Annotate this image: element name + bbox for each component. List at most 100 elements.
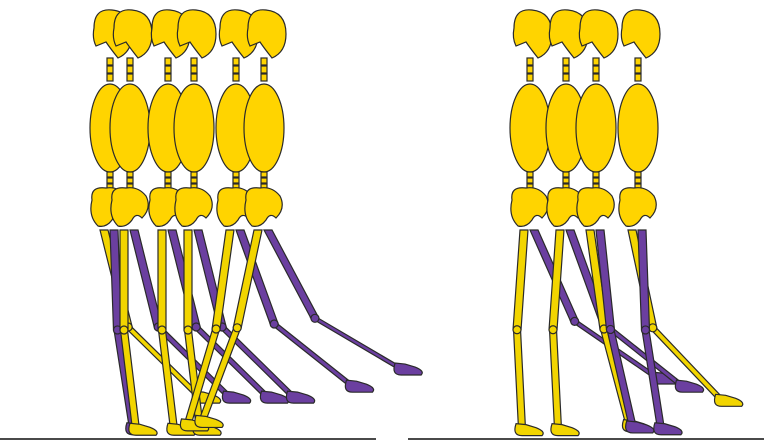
pelvis xyxy=(111,188,148,227)
neck-segment xyxy=(165,58,171,65)
neck-segment xyxy=(261,66,267,73)
stance-leg-foot xyxy=(195,415,223,427)
pelvis xyxy=(577,188,614,227)
neck-segment xyxy=(127,66,133,73)
neck-segment xyxy=(233,66,239,73)
neck-segment xyxy=(233,74,239,81)
waist-segment xyxy=(127,178,133,183)
swing-leg-foot xyxy=(675,380,703,392)
stance-leg-knee xyxy=(184,326,192,334)
swing-leg-knee xyxy=(270,320,278,328)
stance-leg-thigh xyxy=(549,230,564,330)
stance-leg-knee xyxy=(158,326,166,334)
stance-leg-knee xyxy=(233,324,241,332)
neck-segment xyxy=(635,74,641,81)
waist-segment xyxy=(261,178,267,183)
neck-segment xyxy=(593,74,599,81)
swing-leg-thigh xyxy=(130,230,162,327)
neck-segment xyxy=(635,58,641,65)
swing-leg-thigh xyxy=(638,230,649,330)
neck-segment xyxy=(165,74,171,81)
torso xyxy=(174,84,214,172)
neck-segment xyxy=(593,66,599,73)
swing-leg-foot xyxy=(222,391,250,403)
neck-segment xyxy=(563,66,569,73)
swing-leg-knee xyxy=(192,323,200,331)
walker-figure-4 xyxy=(618,10,743,435)
swing-leg-foot xyxy=(286,391,314,403)
stance-leg-thigh xyxy=(158,230,166,330)
waist-segment xyxy=(527,172,533,177)
neck-segment xyxy=(527,74,533,81)
waist-segment xyxy=(593,172,599,177)
stance-leg-foot xyxy=(551,424,579,436)
head xyxy=(513,10,552,58)
stance-leg xyxy=(513,230,543,436)
stance-leg-foot xyxy=(129,423,157,435)
stance-leg-foot xyxy=(515,424,543,436)
walker-figure-5 xyxy=(180,10,373,431)
torso xyxy=(510,84,550,172)
head xyxy=(621,10,660,58)
waist-segment xyxy=(233,178,239,183)
panel-right-gait-sequence xyxy=(510,10,743,436)
swing-leg-foot xyxy=(260,391,288,403)
stance-leg-thigh xyxy=(120,230,128,330)
neck-segment xyxy=(527,58,533,65)
swing-leg xyxy=(264,230,422,375)
stance-leg-thigh xyxy=(513,230,528,330)
waist-segment xyxy=(191,172,197,177)
neck-segment xyxy=(127,58,133,65)
waist-segment xyxy=(593,178,599,183)
pelvis xyxy=(175,188,212,227)
neck-segment xyxy=(127,74,133,81)
stance-leg-thigh xyxy=(184,230,192,330)
stance-leg-shin xyxy=(550,330,562,430)
panel-left-gait-sequence xyxy=(90,10,422,435)
swing-leg-knee xyxy=(311,314,319,322)
neck-segment xyxy=(527,66,533,73)
waist-segment xyxy=(563,172,569,177)
waist-segment xyxy=(165,178,171,183)
neck-segment xyxy=(233,58,239,65)
stance-leg-shin xyxy=(514,330,526,430)
waist-segment xyxy=(165,172,171,177)
stance-leg-knee xyxy=(549,326,557,334)
pelvis xyxy=(511,188,548,227)
waist-segment xyxy=(635,172,641,177)
stance-leg-foot xyxy=(714,394,742,406)
neck-segment xyxy=(563,58,569,65)
torso xyxy=(110,84,150,172)
waist-segment xyxy=(635,178,641,183)
swing-leg-knee xyxy=(641,326,649,334)
head xyxy=(579,10,618,58)
swing-leg-foot xyxy=(394,363,422,375)
stance-leg xyxy=(549,230,579,436)
neck-segment xyxy=(107,74,113,81)
swing-leg-thigh xyxy=(264,230,319,318)
neck-segment xyxy=(165,66,171,73)
neck-segment xyxy=(261,74,267,81)
neck-segment xyxy=(563,74,569,81)
waist-segment xyxy=(233,172,239,177)
swing-leg-foot xyxy=(626,421,654,433)
neck-segment xyxy=(635,66,641,73)
stance-leg-knee xyxy=(120,326,128,334)
waist-segment xyxy=(107,172,113,177)
waist-segment xyxy=(261,172,267,177)
neck-segment xyxy=(261,58,267,65)
swing-leg-foot xyxy=(345,380,373,392)
neck-segment xyxy=(107,58,113,65)
torso xyxy=(618,84,658,172)
neck-segment xyxy=(593,58,599,65)
waist-segment xyxy=(191,178,197,183)
neck-segment xyxy=(107,66,113,73)
pelvis xyxy=(619,188,656,227)
neck-segment xyxy=(191,74,197,81)
neck-segment xyxy=(191,66,197,73)
swing-leg-knee xyxy=(571,317,579,325)
stance-leg-knee xyxy=(212,325,220,333)
waist-segment xyxy=(107,178,113,183)
